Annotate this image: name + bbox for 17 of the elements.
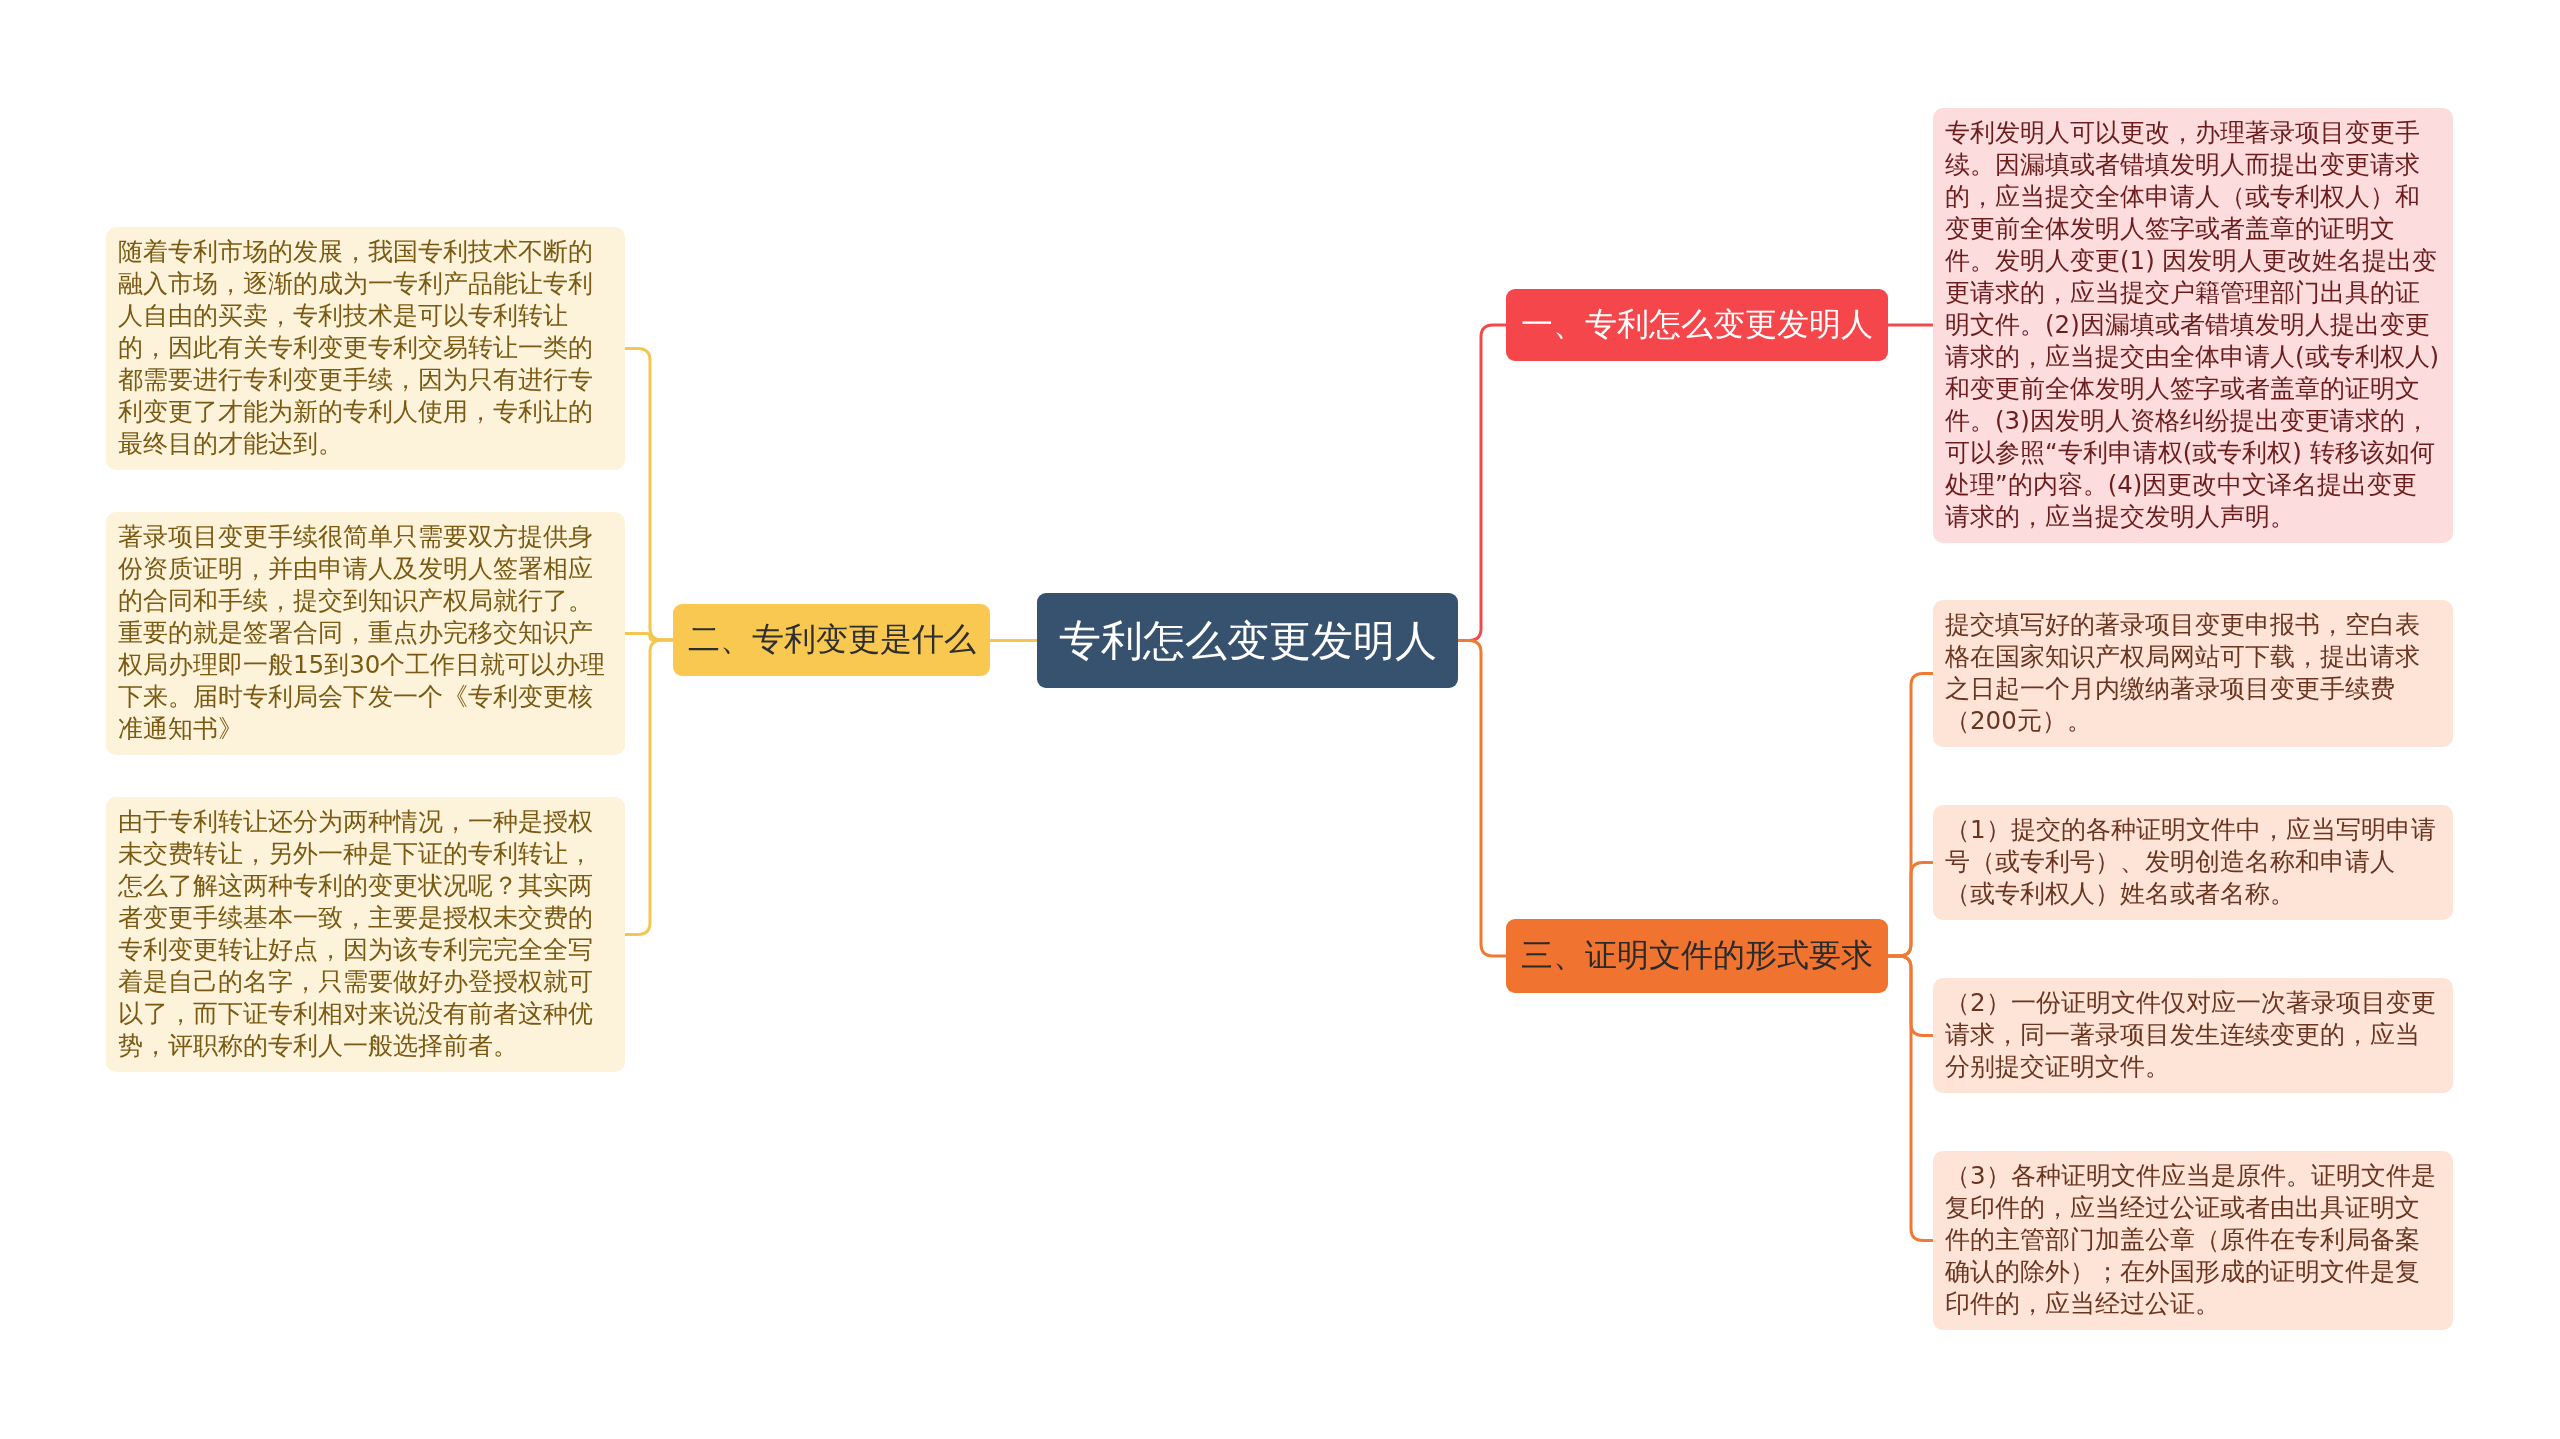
note-box: （2）一份证明文件仅对应一次著录项目变更请求，同一著录项目发生连续变更的，应当分别提交证明文件。 <box>1933 978 2453 1093</box>
connector-line <box>1888 954 1933 1242</box>
branch-topic-box: 三、证明文件的形式要求 <box>1506 919 1888 993</box>
note-box: 随着专利市场的发展，我国专利技术不断的融入市场，逐渐的成为一专利产品能让专利人自由的买卖，专利技术是可以专利转让的，因此有关专利变更专利交易转让一类的都需要进行专利变更手续，因为只有进行专利变更了才能为新的专利人使用，专利让的最终目的才能达到。 <box>106 227 625 470</box>
note-box: 专利发明人可以更改，办理著录项目变更手续。因漏填或者错填发明人而提出变更请求的，应当提交全体申请人（或专利权人）和变更前全体发明人签字或者盖章的证明文件。发明人变更(1) 因发明人更改姓名提出变更请求的，应当提交户籍管理部门出具的证明文件。(2)因漏填或者错填发明人提出变更请求的，应当提交由全体申请人(或专利权人) 和变更前全体发明人签字或者盖章的证明文件。(3)因发明人资格纠纷提出变更请求的，可以参照“专利申请权(或专利权) 转移该如何处理”的内容。(4)因更改中文译名提出变更请求的，应当提交发明人声明。 <box>1933 108 2453 543</box>
note-box: 著录项目变更手续很简单只需要双方提供身份资质证明，并由申请人及发明人签署相应的合同和手续，提交到知识产权局就行了。重要的就是签署合同，重点办完移交知识产权局办理即一般15到30个工作日就可以办理下来。届时专利局会下发一个《专利变更核准通知书》 <box>106 512 625 755</box>
note-box: 提交填写好的著录项目变更申报书，空白表格在国家知识产权局网站可下载，提出请求之日起一个月内缴纳著录项目变更手续费（200元）。 <box>1933 600 2453 747</box>
connector-line <box>1888 323 1933 327</box>
connector-line <box>990 639 1037 642</box>
note-box: （3）各种证明文件应当是原件。证明文件是复印件的，应当经过公证或者由出具证明文件的主管部门加盖公章（原件在专利局备案确认的除外）；在外国形成的证明文件是复印件的，应当经过公证。 <box>1933 1151 2453 1330</box>
note-box: 由于专利转让还分为两种情况，一种是授权未交费转让，另外一种是下证的专利转让，怎么了解这两种专利的变更状况呢？其实两者变更手续基本一致，主要是授权未交费的专利变更转让好点，因为该专利完完全全写着是自己的名字，只需要做好办登授权就可以了，而下证专利相对来说没有前者这种优势，评职称的专利人一般选择前者。 <box>106 797 625 1072</box>
connector-line <box>625 638 673 936</box>
branch-topic-box: 一、专利怎么变更发明人 <box>1506 289 1888 361</box>
note-box: （1）提交的各种证明文件中，应当写明申请号（或专利号）、发明创造名称和申请人（或专利权人）姓名或者名称。 <box>1933 805 2453 920</box>
central-topic-box: 专利怎么变更发明人 <box>1037 593 1458 688</box>
branch-topic-box: 二、专利变更是什么 <box>673 604 990 676</box>
connector-line <box>1458 639 1506 958</box>
